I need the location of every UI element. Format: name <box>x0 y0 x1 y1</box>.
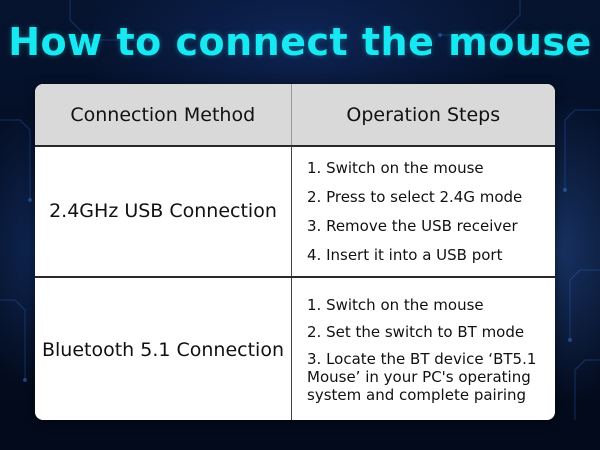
page-title: How to connect the mouse <box>8 20 592 64</box>
steps-cell: 1. Switch on the mouse 2. Press to selec… <box>291 146 554 276</box>
steps-cell: 1. Switch on the mouse 2. Set the switch… <box>291 278 554 420</box>
header-connection-method: Connection Method <box>70 104 256 126</box>
step-item: 2. Set the switch to BT mode <box>307 323 525 341</box>
table-row-usb: 2.4GHz USB Connection 1. Switch on the m… <box>35 146 555 276</box>
connection-table: Connection Method Operation Steps 2.4GHz… <box>35 84 555 420</box>
method-cell: Bluetooth 5.1 Connection <box>41 339 285 361</box>
table-header: Connection Method Operation Steps <box>35 84 555 146</box>
step-item: 2. Press to select 2.4G mode <box>307 187 523 206</box>
step-item: 1. Switch on the mouse <box>307 296 484 314</box>
step-item: 3. Remove the USB receiver <box>307 216 518 235</box>
step-item: 4. Insert it into a USB port <box>307 245 503 264</box>
header-operation-steps: Operation Steps <box>290 84 556 146</box>
step-item: 1. Switch on the mouse <box>307 158 484 177</box>
method-cell: 2.4GHz USB Connection <box>49 200 277 222</box>
table-row-bluetooth: Bluetooth 5.1 Connection 1. Switch on th… <box>35 276 555 420</box>
step-item: 3. Locate the BT device ‘BT5.1 Mouse’ in… <box>307 350 537 404</box>
header-divider <box>35 145 555 147</box>
